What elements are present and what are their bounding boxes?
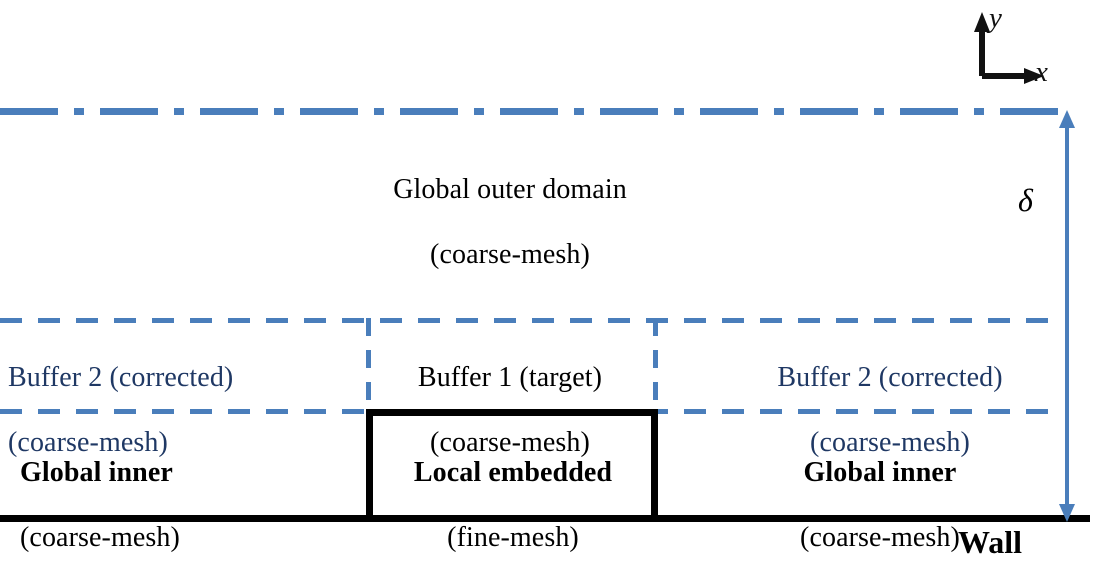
buffer1-line2: (coarse-mesh) [430, 427, 590, 459]
local-embedded-line1: Local embedded [413, 457, 613, 489]
buffer1-right-divider-dashed-line [653, 318, 658, 414]
region-label-buffer1: Buffer 1 (target) (coarse-mesh) [368, 330, 652, 492]
region-label-global-inner-right: Global inner (coarse-mesh) [710, 425, 1050, 567]
local-embedded-line2: (fine-mesh) [447, 522, 579, 554]
global-inner-left-line1: Global inner [20, 457, 173, 489]
region-label-global-outer-domain: Global outer domain (coarse-mesh) [300, 142, 720, 304]
buffer2-left-line2: (coarse-mesh) [8, 427, 168, 459]
region-label-buffer2-left: Buffer 2 (corrected) (coarse-mesh) [8, 330, 358, 492]
x-axis-label: x [1035, 56, 1048, 88]
region-label-local-embedded: Local embedded (fine-mesh) [374, 425, 652, 567]
buffer2-right-line1: Buffer 2 (corrected) [777, 362, 1003, 394]
outer-domain-line1: Global outer domain [393, 174, 627, 206]
delta-symbol-label: δ [1018, 182, 1033, 218]
wall-solid-line [0, 515, 1090, 522]
region-label-buffer2-right: Buffer 2 (corrected) (coarse-mesh) [715, 330, 1065, 492]
buffer1-left-divider-dashed-line [366, 318, 371, 414]
global-inner-right-line2: (coarse-mesh) [800, 522, 960, 554]
outer-domain-line2: (coarse-mesh) [430, 239, 590, 271]
buffer2-right-line2: (coarse-mesh) [810, 427, 970, 459]
coordinate-axes [974, 12, 1044, 84]
boundary-layer-thickness-arrow [1059, 110, 1075, 522]
global-inner-right-line1: Global inner [803, 457, 957, 489]
y-axis-label: y [989, 2, 1002, 34]
buffer1-line1: Buffer 1 (target) [417, 362, 603, 394]
boundary-layer-edge-dashdot-line [0, 108, 1063, 115]
buffer2-left-line1: Buffer 2 (corrected) [8, 362, 234, 394]
buffer-upper-boundary-dashed-line [0, 318, 1063, 323]
region-label-global-inner-left: Global inner (coarse-mesh) [20, 425, 350, 567]
wall-label: Wall [958, 524, 1023, 560]
global-inner-left-line2: (coarse-mesh) [20, 522, 180, 554]
local-embedded-fine-mesh-box [366, 409, 658, 521]
